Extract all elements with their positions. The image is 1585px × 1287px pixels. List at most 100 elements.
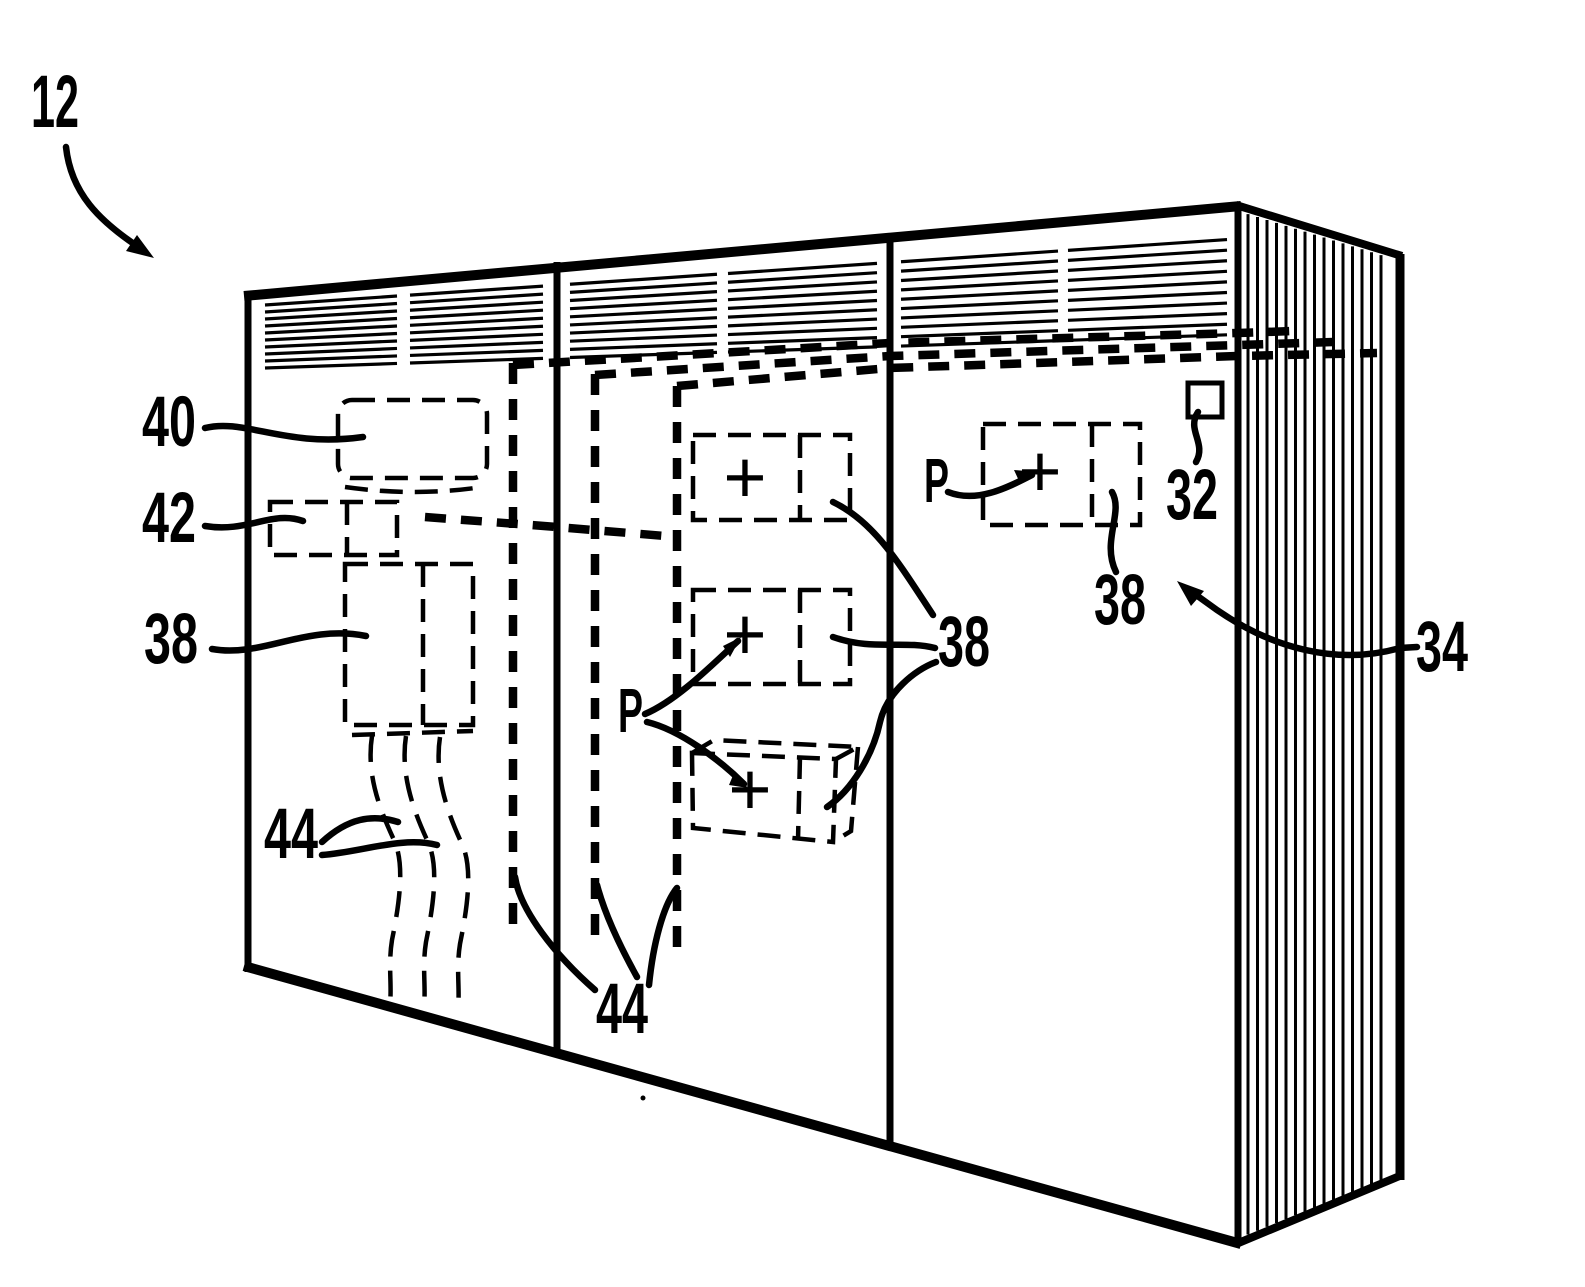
vent-slat (1067, 280, 1228, 292)
leader-38-middle-a (829, 498, 937, 619)
vent-slat (409, 316, 544, 327)
vent-slat (1067, 248, 1228, 262)
vent-slat (569, 272, 718, 286)
plus-mark-middle-lower: + (728, 748, 771, 831)
vent-slat (264, 361, 398, 370)
component-box-middle-upper (690, 432, 853, 523)
vent-slat (900, 309, 1059, 320)
vent-slat (264, 331, 398, 342)
vent-slat (264, 324, 398, 335)
vent-slat (264, 301, 398, 314)
ref-label-38-left: 38 (144, 600, 198, 679)
arrow-12-shaft (62, 143, 144, 252)
cabinet-front-face (248, 206, 1238, 1243)
leader-38-left (208, 630, 370, 654)
leader-32 (1190, 408, 1203, 466)
component-box-middle-center (690, 587, 853, 687)
vent-slat (1067, 301, 1228, 312)
plus-mark-middle-center: + (723, 593, 766, 676)
leader-38-middle-c (823, 658, 940, 811)
vent-slat (409, 300, 544, 312)
vent-slat (569, 298, 718, 311)
side-top-edge (1234, 201, 1404, 260)
arrow-p-middle-1-head (723, 637, 741, 657)
cable-wire-3 (436, 736, 471, 1008)
component-box-middle-lower-side (831, 746, 861, 844)
vent-slat (409, 348, 544, 358)
vent-slat (727, 308, 878, 319)
vent-slat (409, 292, 544, 305)
vent-slat (569, 316, 718, 327)
component-box-middle-lower-divider (795, 755, 803, 841)
vent-slat (727, 271, 878, 284)
cable-route-top-1 (512, 326, 1294, 370)
bottom-edge (242, 961, 1243, 1249)
leader-44-upper-1 (318, 815, 402, 846)
stray-dot (640, 1095, 646, 1101)
vent-slat (1067, 290, 1228, 302)
vent-slat (409, 356, 544, 365)
vent-slat (727, 336, 878, 345)
top-edge (243, 201, 1242, 301)
arrow-34-shaft (1188, 588, 1421, 659)
vent-slat (900, 279, 1059, 292)
component-box-40-base (344, 484, 483, 495)
component-boxes (267, 397, 1143, 845)
vent-slat (409, 308, 544, 320)
vent-slat (900, 259, 1059, 273)
sensor-square-32 (1185, 380, 1225, 420)
vent-slat (409, 284, 544, 297)
vent-slat (569, 324, 718, 335)
vent-slat (727, 280, 878, 293)
vent-slat (900, 249, 1059, 264)
vent-slat (409, 340, 544, 350)
ref-label-12: 12 (31, 60, 79, 143)
leader-38-right (1107, 488, 1120, 576)
vent-slat (1067, 312, 1228, 322)
vent-slat (264, 309, 398, 321)
vent-slat (264, 294, 398, 307)
cable-route-top-3 (676, 348, 1378, 391)
vent-slat (264, 354, 398, 363)
vent-slat (900, 319, 1059, 329)
plus-mark-right: + (1018, 430, 1061, 513)
vent-slat (264, 346, 398, 356)
cable-bundle (368, 735, 471, 1008)
vent-slat (900, 269, 1059, 283)
plus-mark-middle-upper: + (723, 436, 766, 519)
vent-slat (409, 332, 544, 342)
reference-labels: 12 40 42 38 44 44 P 38 P 32 38 34 (31, 60, 1468, 1049)
ref-label-42: 42 (142, 479, 196, 558)
vent-slat (569, 281, 718, 294)
arrow-34-head (1177, 581, 1204, 606)
ref-label-40: 40 (142, 383, 196, 462)
leader-40 (201, 422, 367, 443)
ref-label-38-middle: 38 (938, 603, 990, 682)
vent-slat (727, 289, 878, 302)
ref-label-32: 32 (1166, 456, 1218, 535)
ref-label-p-right: P (924, 447, 949, 516)
arrow-p-middle-2-head (729, 773, 748, 788)
vent-slat (900, 289, 1059, 301)
vent-slat (1067, 269, 1228, 282)
leader-42 (201, 514, 307, 531)
cable-route-top-2 (594, 337, 1334, 380)
vent-slat (569, 333, 718, 343)
ref-label-p-middle: P (618, 677, 643, 746)
component-box-38-left-base (351, 728, 474, 738)
vent-slat (727, 261, 878, 276)
vent-slat (1067, 322, 1228, 332)
vent-slat (569, 307, 718, 319)
vent-slat (569, 290, 718, 303)
cable-wire-2 (402, 735, 437, 1006)
ref-label-44-upper: 44 (264, 795, 318, 874)
vent-slat (409, 324, 544, 335)
vent-slat (900, 299, 1059, 311)
leader-44-lower-3 (645, 884, 681, 989)
cabinet-side-panel (1238, 206, 1400, 1243)
vent-slat (727, 326, 878, 337)
cable-routes (424, 326, 1378, 948)
vent-slat (1067, 259, 1228, 272)
